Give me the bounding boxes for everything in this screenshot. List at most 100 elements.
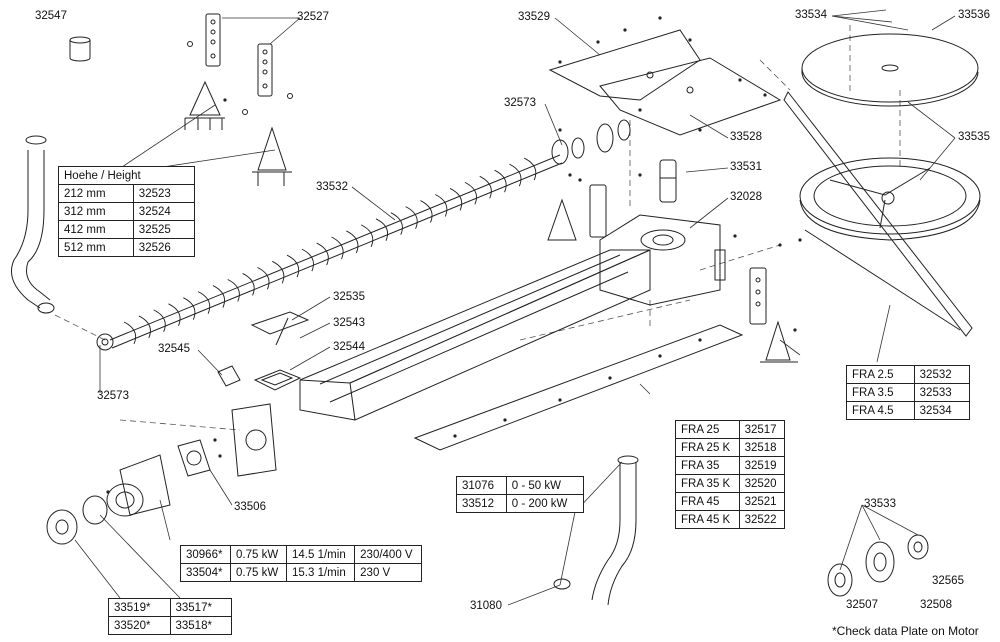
table-cell: 230 V — [354, 563, 422, 582]
support-bracket-right — [547, 184, 798, 363]
table-cell: 32522 — [738, 510, 786, 529]
height-bracket-top — [184, 13, 293, 186]
base-strip — [413, 324, 744, 451]
table-cell: 33518* — [169, 616, 232, 635]
table-cell: 512 mm — [58, 238, 134, 257]
table-cell: 30966* — [180, 545, 231, 564]
callout-label: 32507 — [846, 599, 878, 611]
table-cell: 32524 — [132, 202, 196, 221]
table-cell: 412 mm — [58, 220, 134, 239]
table-cell: 32525 — [132, 220, 196, 239]
table-row: 33520*33518* — [108, 616, 232, 635]
table-cell: FRA 45 K — [675, 510, 740, 529]
table-cell: FRA 25 K — [675, 438, 740, 457]
table-cell: 15.3 1/min — [286, 563, 356, 582]
sprocket-set — [827, 534, 929, 597]
bolts — [106, 16, 802, 494]
callout-label: 33536 — [958, 9, 990, 21]
callout-label: 32543 — [333, 317, 365, 329]
table-cell: FRA 45 — [675, 492, 740, 511]
callout-label: 32547 — [35, 10, 67, 22]
table-cell: 32521 — [738, 492, 786, 511]
callout-label: 32028 — [730, 191, 762, 203]
table-header-row: Hoehe / Height — [58, 166, 195, 185]
table-cell: 0.75 kW — [229, 545, 288, 564]
slide-bar — [783, 91, 973, 337]
callout-label: 31080 — [470, 600, 502, 612]
auger-drive-end — [551, 119, 631, 165]
table-cell: 33512 — [456, 494, 507, 513]
table-cell: 32517 — [738, 420, 786, 439]
callout-label: 32565 — [932, 575, 964, 587]
end-plate — [177, 403, 277, 477]
table-cell: FRA 2.5 — [846, 365, 915, 384]
callout-label: 33535 — [958, 131, 990, 143]
table-cell: FRA 35 K — [675, 474, 740, 493]
table-cell: 0 - 200 kW — [505, 494, 585, 513]
table-cell: 312 mm — [58, 202, 134, 221]
callout-label: 33532 — [316, 181, 348, 193]
small-parts — [217, 311, 310, 391]
callout-label: 32544 — [333, 341, 365, 353]
table-cell: 32534 — [913, 401, 971, 420]
callout-label: 33506 — [234, 501, 266, 513]
table-cell: FRA 3.5 — [846, 383, 915, 402]
footnote: *Check data Plate on Motor — [832, 624, 979, 638]
table-row: 33519*33517* — [108, 598, 232, 617]
table-header-cell: Hoehe / Height — [58, 166, 195, 185]
table-cell: 32518 — [738, 438, 786, 457]
stirrer-disc-bottom — [799, 157, 981, 241]
callout-label: 32508 — [920, 599, 952, 611]
table-cell: FRA 4.5 — [846, 401, 915, 420]
callout-label: 33528 — [730, 131, 762, 143]
callout-label: 33534 — [795, 9, 827, 21]
gear-motor — [46, 454, 171, 545]
table-cell: 32523 — [132, 184, 196, 203]
callout-label: 32573 — [504, 97, 536, 109]
bottom-exit-pipe — [553, 455, 639, 606]
vertical-shaft — [659, 159, 677, 203]
auger-screw — [96, 154, 563, 351]
table-cell: 0.75 kW — [229, 563, 288, 582]
table-cell: 33520* — [108, 616, 171, 635]
table-cell: 33519* — [108, 598, 171, 617]
callout-label: 33533 — [864, 498, 896, 510]
callout-label: 32573 — [97, 390, 129, 402]
table-cell: FRA 25 — [675, 420, 740, 439]
grease-tin — [69, 36, 91, 62]
table-cell: 32519 — [738, 456, 786, 475]
assembly-guides — [54, 25, 901, 431]
leader-lines — [74, 9, 956, 606]
table-cell: 32533 — [913, 383, 971, 402]
table-cell: 212 mm — [58, 184, 134, 203]
cover-plates — [548, 29, 782, 136]
table-cell: 230/400 V — [354, 545, 422, 564]
table-cell: 32520 — [738, 474, 786, 493]
table-cell: FRA 35 — [675, 456, 740, 475]
table-cell: 32526 — [132, 238, 196, 257]
callout-label: 33529 — [518, 11, 550, 23]
callout-label: 32545 — [158, 343, 190, 355]
table-cell: 33504* — [180, 563, 231, 582]
callout-label: 32535 — [333, 291, 365, 303]
stirrer-disc-top — [801, 33, 979, 107]
